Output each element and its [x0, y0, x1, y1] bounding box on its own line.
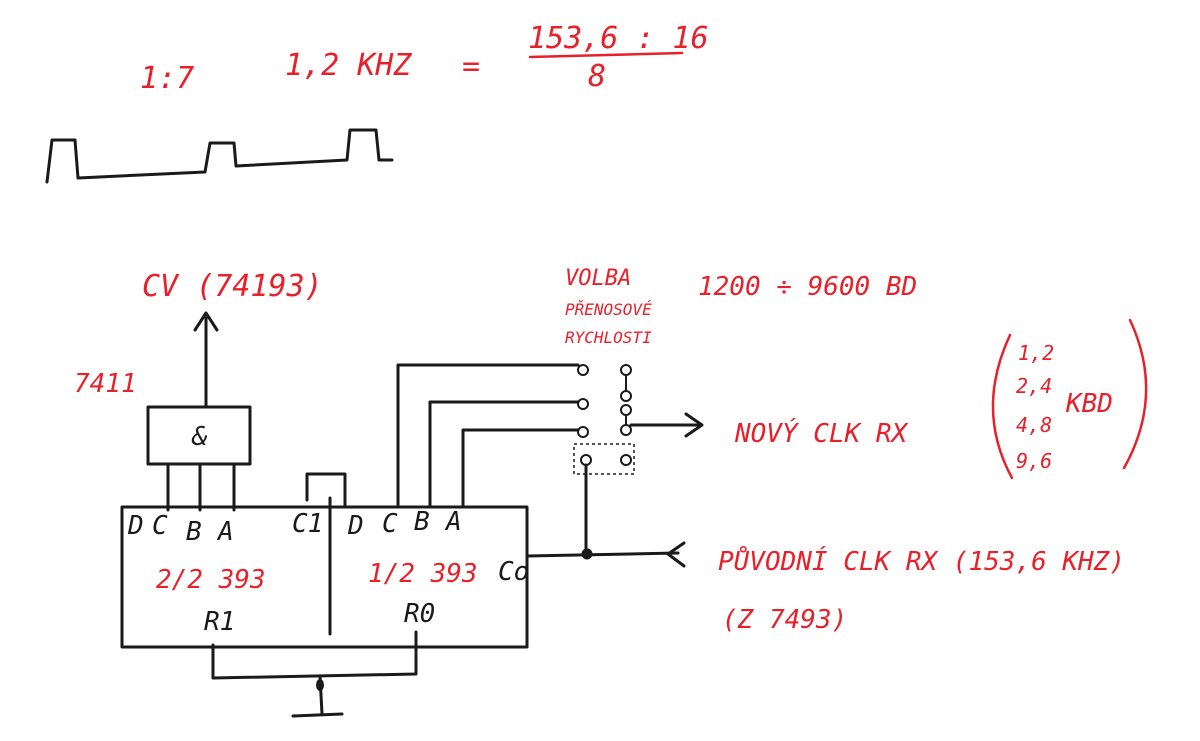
counter-left-half: D C B A C1 2/2 393 R1 [127, 509, 323, 637]
wire-d-output [396, 363, 580, 509]
terminal-2 [577, 398, 589, 410]
pin-a-right: A [444, 507, 462, 537]
gate-chip-label: 7411 [74, 369, 137, 399]
arrow-up-icon [193, 311, 219, 332]
frequency-text: 1,2 KHZ [285, 48, 412, 83]
arrow-left-icon [666, 541, 686, 568]
new-clock-label: NOVÝ CLK RX [734, 417, 909, 449]
baud-selector-labels: VOLBA PŘENOSOVÉ RYCHLOSTI 1200 ÷ 9600 BD [565, 266, 917, 347]
wire-c-output [428, 400, 580, 509]
right-paren [1122, 318, 1148, 470]
left-paren [991, 333, 1014, 480]
gate-output-label: CV (74193) [142, 269, 323, 304]
new-clock-labels: NOVÝ CLK RX 1,2 2,4 4,8 9,6 KBD [734, 318, 1148, 480]
junction-dot [581, 548, 593, 560]
jumper-pin-1 [620, 364, 632, 376]
duty-ratio-text: 1:7 [140, 61, 194, 96]
reset-ground [211, 630, 418, 718]
counter-right-name: 1/2 393 [368, 559, 478, 589]
and-gate-symbol: & [191, 422, 208, 452]
selector-wiring [396, 363, 704, 555]
pin-r1-left: R1 [204, 607, 235, 637]
selector-title-1: VOLBA [565, 266, 631, 291]
original-clock-label: PŮVODNÍ CLK RX (153,6 KHZ) [718, 545, 1125, 577]
selector-title-3: RYCHLOSTI [565, 328, 652, 347]
c1-feedback-wire [305, 472, 347, 509]
rate-unit: KBD [1065, 389, 1113, 419]
pulse-waveform [45, 128, 394, 184]
counter-393: D C B A C1 2/2 393 R1 D C B A 1/2 393 Co… [120, 472, 529, 649]
ground-junction [316, 679, 324, 691]
pin-r0-right: R0 [404, 599, 435, 629]
formula: 1:7 1,2 KHZ = 153,6 : 16 8 [140, 21, 709, 96]
counter-right-half: D C B A 1/2 393 Co R0 [347, 507, 529, 629]
arrow-right-icon [684, 412, 704, 438]
pin-c-right: C [382, 509, 398, 539]
original-clock-input [525, 541, 686, 568]
pin-c-left: C [152, 511, 168, 541]
terminal-3 [577, 426, 589, 438]
terminal-1 [577, 364, 589, 376]
pin-c1-left: C1 [292, 509, 323, 539]
rate-4: 9,6 [1016, 449, 1052, 473]
counter-left-name: 2/2 393 [156, 565, 266, 595]
jumper-dashed-box [573, 443, 635, 475]
rate-2: 2,4 [1016, 374, 1052, 398]
jumper-pin-4 [620, 424, 632, 436]
selector-title-2: PŘENOSOVÉ [565, 300, 652, 319]
original-clock-labels: PŮVODNÍ CLK RX (153,6 KHZ) (Z 7493) [718, 545, 1125, 635]
clock-input-wire [525, 551, 680, 558]
reset-tie-wire [211, 630, 418, 680]
rate-1: 1,2 [1018, 341, 1054, 365]
pin-b-left: B [186, 517, 202, 547]
original-clock-source: (Z 7493) [722, 605, 847, 635]
jumper-pin-2 [620, 390, 632, 402]
and-gate-7411: 7411 & CV (74193) [74, 269, 323, 512]
fraction-bar [528, 51, 684, 59]
jumper-pin-3 [620, 404, 632, 416]
pin-a-left: A [216, 517, 234, 547]
pin-co-right: Co [498, 557, 529, 587]
ground-symbol-icon [291, 712, 344, 718]
rate-3: 4,8 [1016, 413, 1052, 437]
fraction-denominator: 8 [588, 59, 606, 94]
wire-b-output [461, 428, 580, 509]
pin-b-right: B [414, 507, 430, 537]
pin-d-left: D [127, 511, 144, 541]
equals-sign: = [462, 49, 480, 84]
fraction-numerator: 153,6 : 16 [528, 21, 709, 56]
jumper-pin-5 [620, 454, 632, 466]
pin-d-right: D [347, 511, 364, 541]
baud-range: 1200 ÷ 9600 BD [698, 272, 917, 302]
counter-body [120, 505, 529, 649]
